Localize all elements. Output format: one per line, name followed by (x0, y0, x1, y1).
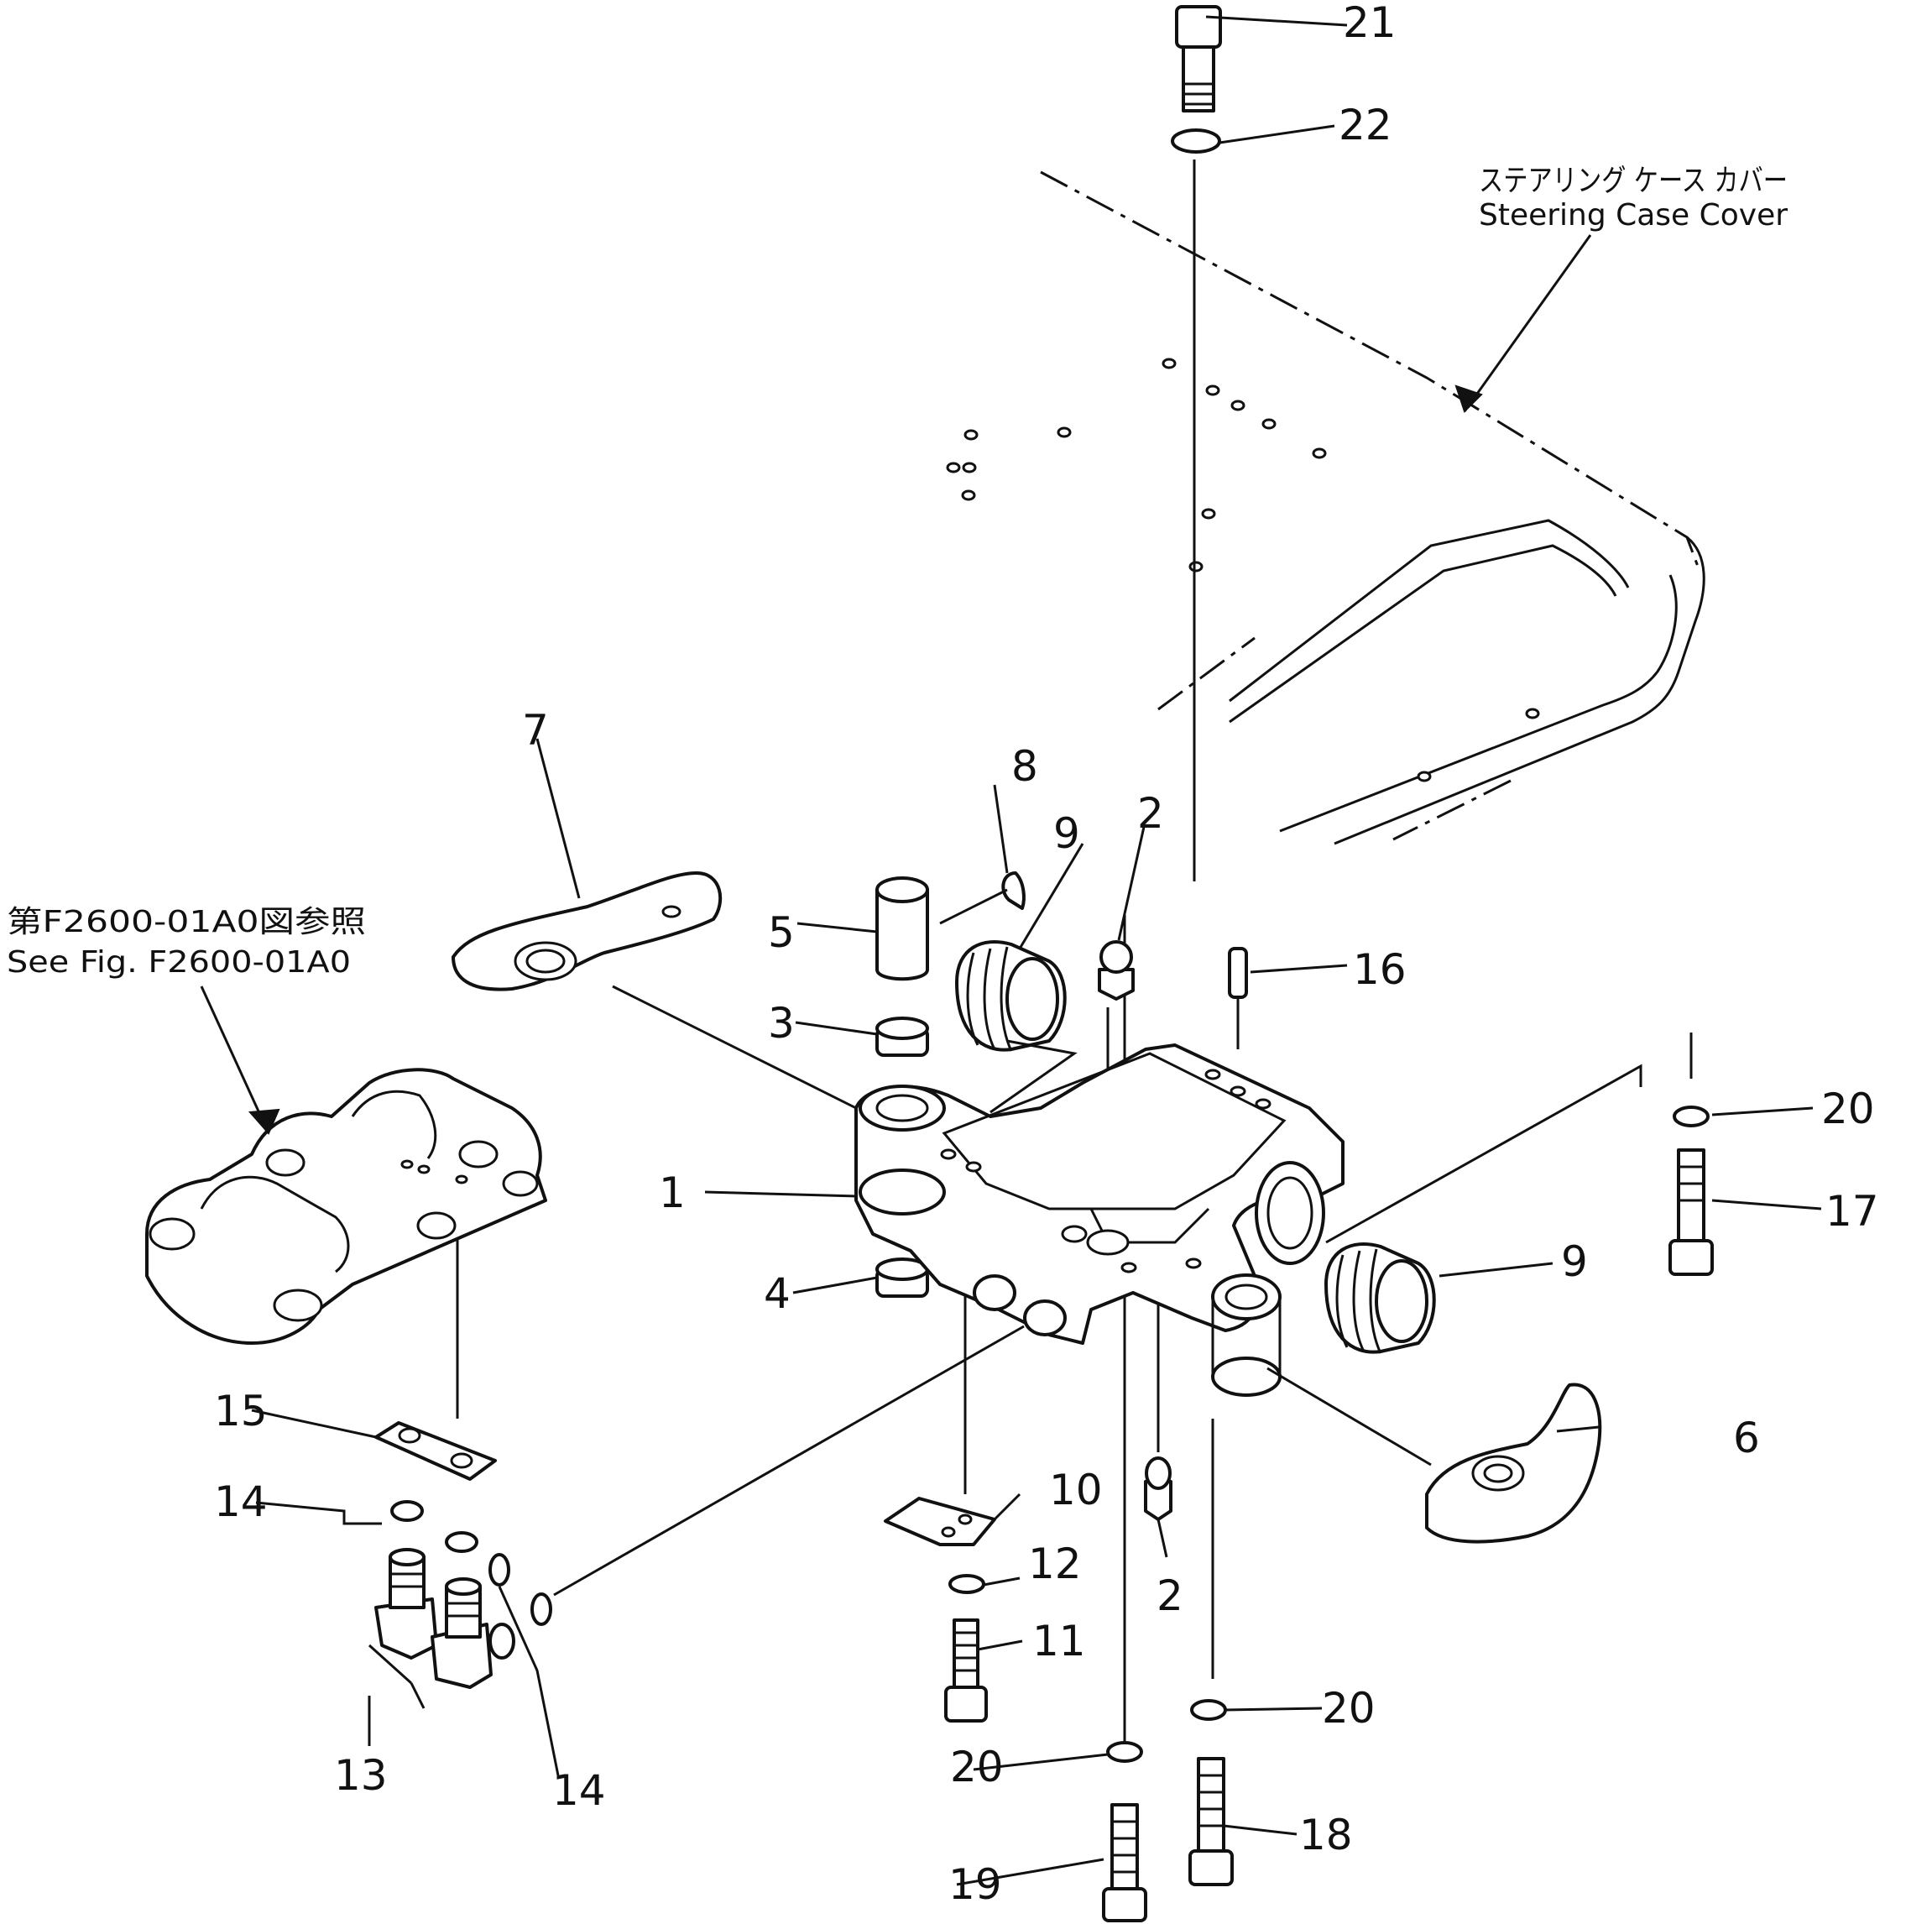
washer-20-right (1673, 1106, 1710, 1127)
arm-6 (1425, 1383, 1602, 1544)
callout-5: 5 (768, 908, 795, 957)
callout-14-upper: 14 (214, 1477, 268, 1526)
arrow-ref (248, 1108, 280, 1135)
note-steering-cover-jp: ステアリング ケース カバー (1479, 164, 1788, 198)
grease-fitting-2-lower (1144, 1456, 1172, 1521)
steering-case-cover (946, 170, 1705, 845)
bolt-18 (1188, 1757, 1234, 1886)
callout-8: 8 (1011, 742, 1038, 791)
pin-16 (1228, 947, 1248, 999)
steering-arm-7 (452, 871, 723, 991)
callout-10: 10 (1049, 1466, 1103, 1514)
grease-fitting-2-upper (1098, 940, 1135, 1001)
note-steering-cover-en: Steering Case Cover (1479, 198, 1788, 233)
o-ring-14-d (530, 1592, 552, 1626)
plate-10 (884, 1497, 996, 1546)
note-ref-en: See Fig. F2600-01A0 (7, 945, 351, 980)
callout-13: 13 (334, 1751, 388, 1800)
key-8 (1001, 871, 1026, 910)
plug-9-lower (1324, 1242, 1436, 1354)
callout-9-upper: 9 (1053, 809, 1080, 858)
callout-9-lower: 9 (1561, 1237, 1588, 1286)
elbow-13-a (374, 1548, 438, 1660)
callout-1: 1 (659, 1169, 686, 1217)
callout-2-upper: 2 (1137, 789, 1164, 838)
callout-14-lower: 14 (552, 1766, 606, 1815)
callout-4: 4 (764, 1269, 791, 1318)
callout-2-lower: 2 (1157, 1571, 1183, 1620)
washer-12 (948, 1574, 985, 1594)
plug-9-upper (955, 940, 1067, 1052)
bolt-19 (1102, 1803, 1147, 1922)
callout-22: 22 (1339, 101, 1392, 149)
callout-17: 17 (1825, 1187, 1879, 1236)
callout-21: 21 (1343, 0, 1397, 47)
o-ring-14-a (390, 1500, 424, 1522)
callout-3: 3 (768, 999, 795, 1048)
callout-16: 16 (1353, 945, 1407, 994)
cover-bolt-holes (946, 358, 1540, 782)
callout-20-lower-right: 20 (1322, 1684, 1376, 1733)
callout-6: 6 (1733, 1414, 1760, 1462)
arrow-cover (1454, 384, 1483, 413)
o-ring-14-c (488, 1553, 510, 1587)
washer-20-lower-right (1190, 1699, 1227, 1721)
pin-5 (875, 876, 929, 981)
steering-case-body-1 (854, 1043, 1345, 1397)
callout-20-lower: 20 (950, 1743, 1004, 1791)
callout-7: 7 (522, 706, 549, 755)
bearing-4 (875, 1257, 929, 1298)
note-ref-jp: 第F2600-01A0図参照 (7, 905, 366, 939)
elbow-13-b (431, 1577, 515, 1689)
washer-22 (1171, 128, 1221, 154)
referenced-valve-assembly (145, 1068, 547, 1345)
callout-15: 15 (214, 1387, 268, 1435)
bolt-17 (1668, 1148, 1714, 1276)
plate-15 (374, 1421, 497, 1481)
bolt-11 (944, 1618, 988, 1723)
callout-12: 12 (1028, 1540, 1082, 1588)
callout-18: 18 (1299, 1811, 1353, 1859)
leader-lines (200, 15, 1822, 1886)
callout-11: 11 (1032, 1617, 1086, 1665)
bearing-3 (875, 1017, 929, 1057)
washer-20-lower (1106, 1741, 1143, 1763)
bolt-21 (1175, 5, 1222, 112)
callout-19: 19 (948, 1860, 1002, 1909)
callout-20-right: 20 (1821, 1085, 1875, 1133)
o-ring-14-b (445, 1531, 478, 1553)
